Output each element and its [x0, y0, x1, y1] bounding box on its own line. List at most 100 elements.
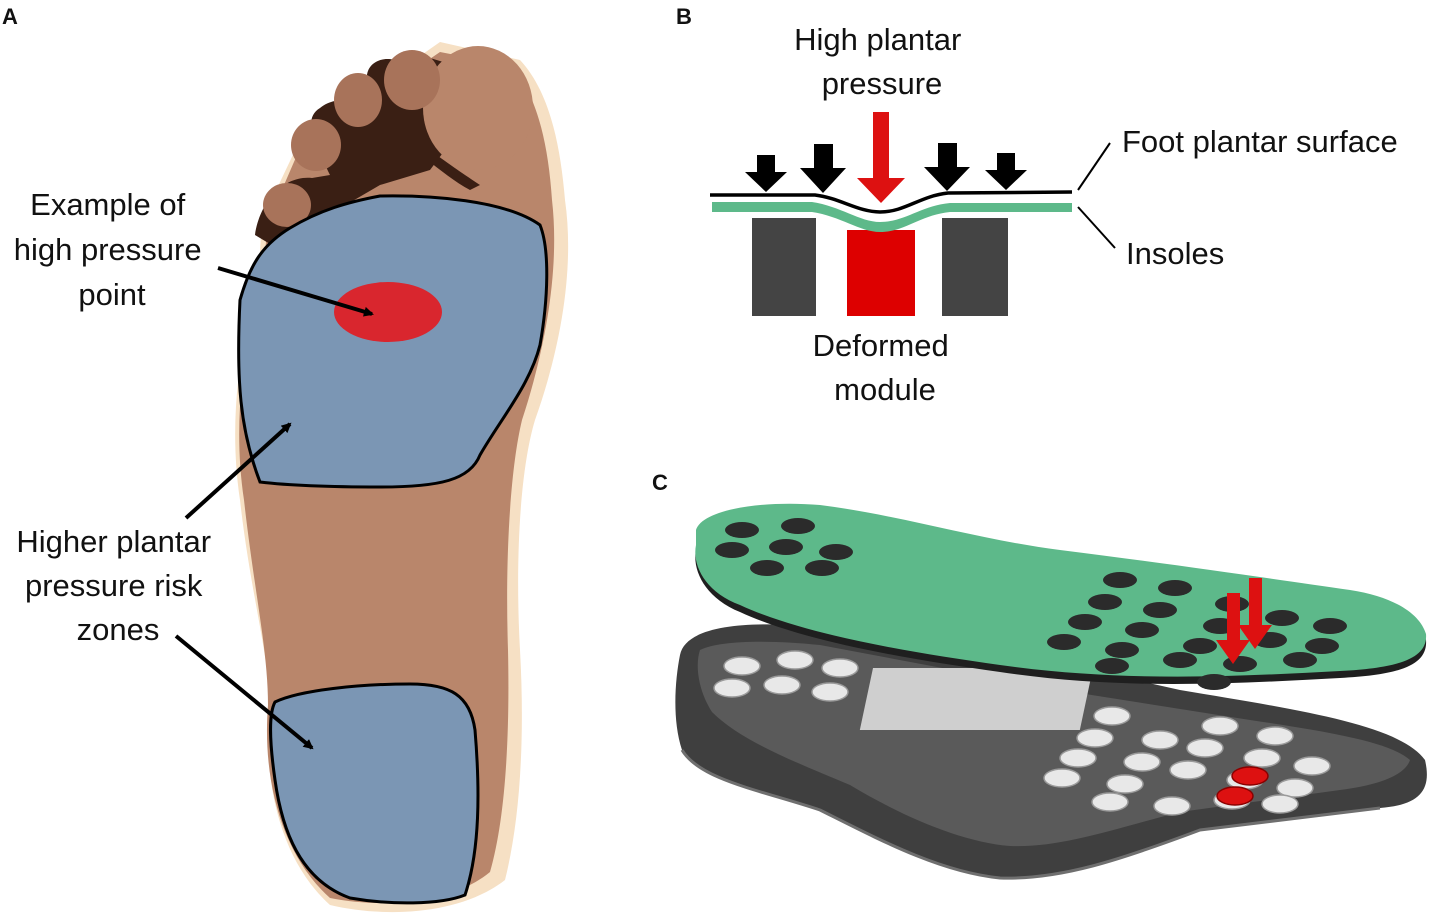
force-arrow-3: [924, 143, 970, 191]
insole-pad: [1125, 622, 1159, 638]
insole-pad: [1095, 658, 1129, 674]
sole-sensor: [1141, 730, 1179, 750]
insole-pad: [1283, 652, 1317, 668]
deformed-module-line-1: Deformed: [813, 328, 949, 363]
callout-high-point-line-1: Example of: [30, 187, 185, 222]
sole-sensor: [1169, 760, 1207, 780]
sole-sensor: [821, 658, 859, 678]
sole-wall: [680, 749, 1381, 880]
insole-pad: [819, 544, 853, 560]
sole-sensor-deformed: [1231, 766, 1269, 786]
sole-sensor: [1276, 778, 1314, 798]
insoles-leader-line: [1077, 206, 1116, 249]
electronics-compartment: [859, 668, 1094, 730]
insole-pad: [781, 518, 815, 534]
sole-sensor: [1261, 794, 1299, 814]
toes: [255, 46, 533, 250]
module-deformed: [847, 230, 915, 316]
module-left: [752, 218, 816, 316]
insole-pad: [1197, 674, 1231, 690]
insole-pressure-arrow-2: [1238, 578, 1272, 649]
callout-high-point-line-3: point: [78, 277, 146, 312]
insole-pad: [725, 522, 759, 538]
high-plantar-pressure-line-1: High plantar: [794, 22, 961, 57]
insole-pad: [1105, 642, 1139, 658]
sole-sensor: [1091, 792, 1129, 812]
insole-pad: [1305, 638, 1339, 654]
high-pressure-point: [334, 282, 442, 342]
insole-pad: [1047, 634, 1081, 650]
arrow-to-pressure-point: [217, 266, 374, 317]
toe-5: [263, 183, 311, 227]
insole-layer: [712, 202, 1072, 232]
sole-sensor: [1106, 774, 1144, 794]
arrow-to-forefoot-zone: [184, 422, 292, 520]
insole-pad: [1313, 618, 1347, 634]
toe-4: [291, 119, 341, 171]
big-toe: [423, 46, 533, 170]
sole-sensor-deformed: [1216, 786, 1254, 806]
high-pressure-arrow: [857, 112, 905, 203]
panel-c-letter: C: [652, 470, 668, 495]
risk-zone-heel: [268, 682, 480, 905]
foot-plantar-surface-line: [710, 190, 1073, 214]
insole-pressure-arrow-1: [1216, 593, 1250, 664]
toe-3: [334, 73, 382, 127]
insole-pad: [1265, 610, 1299, 626]
toe-crease: [425, 150, 480, 190]
sole-sensor: [1153, 796, 1191, 816]
insole-pad: [1088, 594, 1122, 610]
callout-risk-zones-line-3: zones: [77, 612, 160, 647]
insole-top: [695, 503, 1427, 677]
sole-sensor: [1043, 768, 1081, 788]
sole-sensor: [776, 650, 814, 670]
panel-b: B High plantar pressure Foot plantar sur…: [676, 4, 1398, 407]
sole-sensor: [713, 678, 751, 698]
panel-c: C: [652, 470, 1427, 880]
insole-pad: [769, 539, 803, 555]
sole-sensor: [1076, 728, 1114, 748]
insole-pad: [1163, 652, 1197, 668]
high-plantar-pressure-line-2: pressure: [822, 66, 943, 101]
force-arrow-2: [800, 144, 846, 193]
high-plantar-pressure-label: High plantar pressure: [794, 22, 970, 101]
insole-pressure-arrows: [1216, 578, 1272, 664]
insole-pad: [715, 542, 749, 558]
insole-pad: [1223, 656, 1257, 672]
panel-a: A Example of high pre: [2, 4, 569, 913]
insole-pad: [750, 560, 784, 576]
sole-sensor: [811, 682, 849, 702]
deformed-module-label: Deformed module: [813, 328, 958, 407]
sole-sensor: [1186, 738, 1224, 758]
insole-pad: [1068, 614, 1102, 630]
module-right: [942, 218, 1008, 316]
sole-sensor: [1123, 752, 1161, 772]
insole-pad: [805, 560, 839, 576]
insole-pad: [1158, 580, 1192, 596]
callout-high-point: Example of high pressure point: [14, 187, 210, 312]
sole-sensor: [1059, 748, 1097, 768]
sole-sensor: [1093, 706, 1131, 726]
sole-sensor: [723, 656, 761, 676]
sole-sensor: [1243, 748, 1281, 768]
arrow-to-heel-zone: [174, 634, 314, 750]
force-arrow-4: [985, 153, 1027, 190]
sole-sensor: [1201, 716, 1239, 736]
surface-leader-line: [1077, 142, 1111, 191]
callout-risk-zones-line-2: pressure risk: [25, 568, 203, 603]
downward-force-arrows: [745, 143, 1027, 193]
sole-sensor-modules-deformed: [1216, 766, 1269, 806]
callout-risk-zones-line-1: Higher plantar: [16, 524, 211, 559]
foot-plantar-surface-label: Foot plantar surface: [1122, 124, 1398, 159]
panel-b-letter: B: [676, 4, 692, 29]
insole-sensor-pads: [715, 518, 1347, 690]
callout-risk-zones: Higher plantar pressure risk zones: [16, 524, 219, 647]
panel-a-letter: A: [2, 4, 18, 29]
insole-pad: [1183, 638, 1217, 654]
deformed-module-line-2: module: [834, 372, 936, 407]
sole-sensor: [1293, 756, 1331, 776]
insole-pad: [1143, 602, 1177, 618]
callout-high-point-line-2: high pressure: [14, 232, 202, 267]
sole-sensor: [763, 675, 801, 695]
